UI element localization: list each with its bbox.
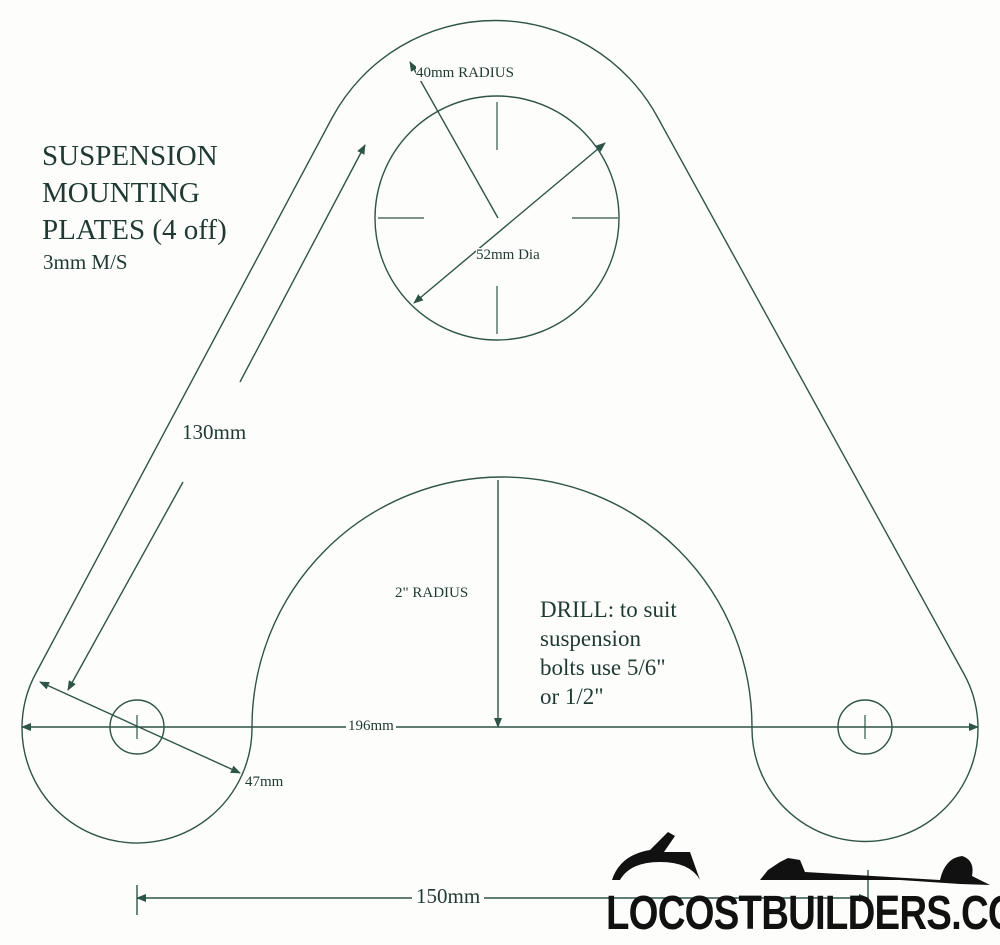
dim-40mm-radius: [409, 61, 499, 219]
title-line-2: MOUNTING: [42, 177, 200, 209]
label-40mm-radius: 40mm RADIUS: [416, 65, 514, 81]
label-130mm: 130mm: [182, 420, 247, 444]
label-150mm: 150mm: [412, 886, 485, 907]
title-line-3: PLATES (4 off): [42, 214, 227, 246]
material-spec: 3mm M/S: [43, 250, 128, 274]
centre-marks: [136, 102, 866, 739]
label-2in-radius: 2" RADIUS: [395, 585, 469, 601]
drill-note-line: suspension: [540, 626, 641, 651]
drill-note-line: bolts use 5/6": [540, 655, 666, 680]
dim-52mm-dia: [413, 142, 606, 304]
dim-130mm-lower: [67, 481, 184, 691]
logo-car-icon: [612, 832, 990, 885]
dim-130mm-upper: [239, 144, 366, 383]
drill-note: DRILL: to suit suspension bolts use 5/6"…: [540, 595, 740, 711]
label-52mm-dia: 52mm Dia: [476, 247, 540, 263]
label-196mm: 196mm: [346, 718, 396, 734]
site-logo-text: LOCOSTBUILDERS.CO.UK: [606, 887, 1000, 940]
large-hole: [374, 95, 620, 341]
label-47mm: 47mm: [245, 774, 284, 790]
dim-47mm: [39, 681, 241, 774]
plate-outline: [21, 19, 979, 844]
drill-note-line: DRILL: to suit: [540, 597, 677, 622]
title-line-1: SUSPENSION: [42, 140, 218, 172]
drill-note-line: or 1/2": [540, 684, 604, 709]
